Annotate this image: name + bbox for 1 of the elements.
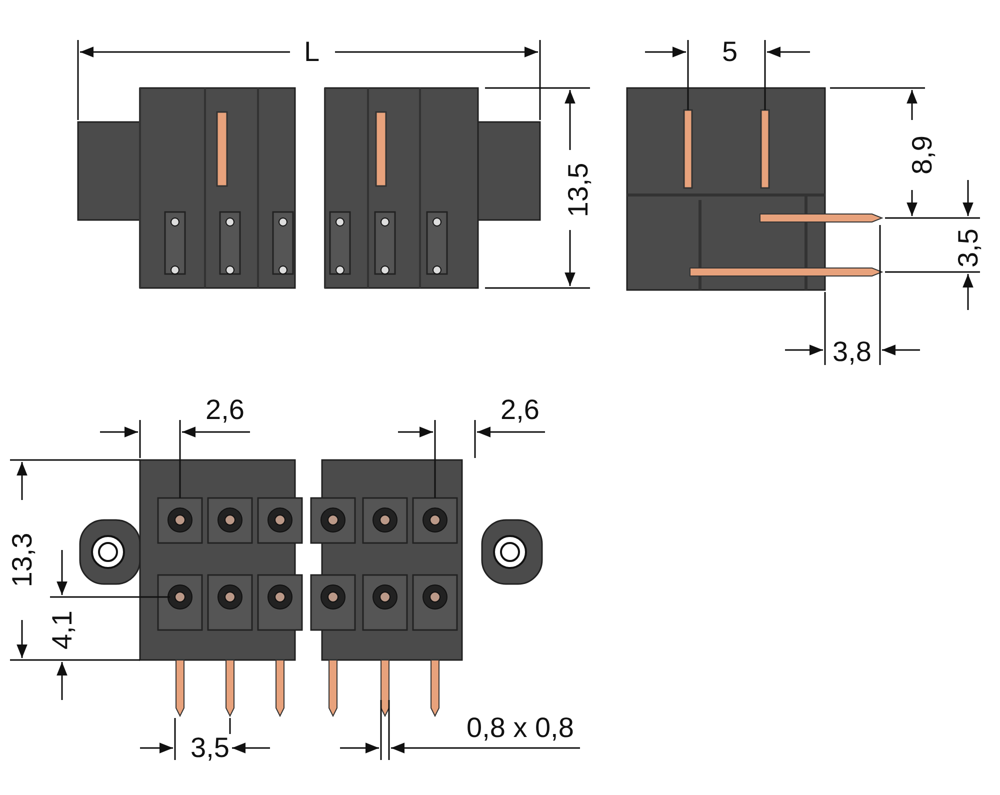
dimension-label: 3,5 [188, 734, 232, 762]
